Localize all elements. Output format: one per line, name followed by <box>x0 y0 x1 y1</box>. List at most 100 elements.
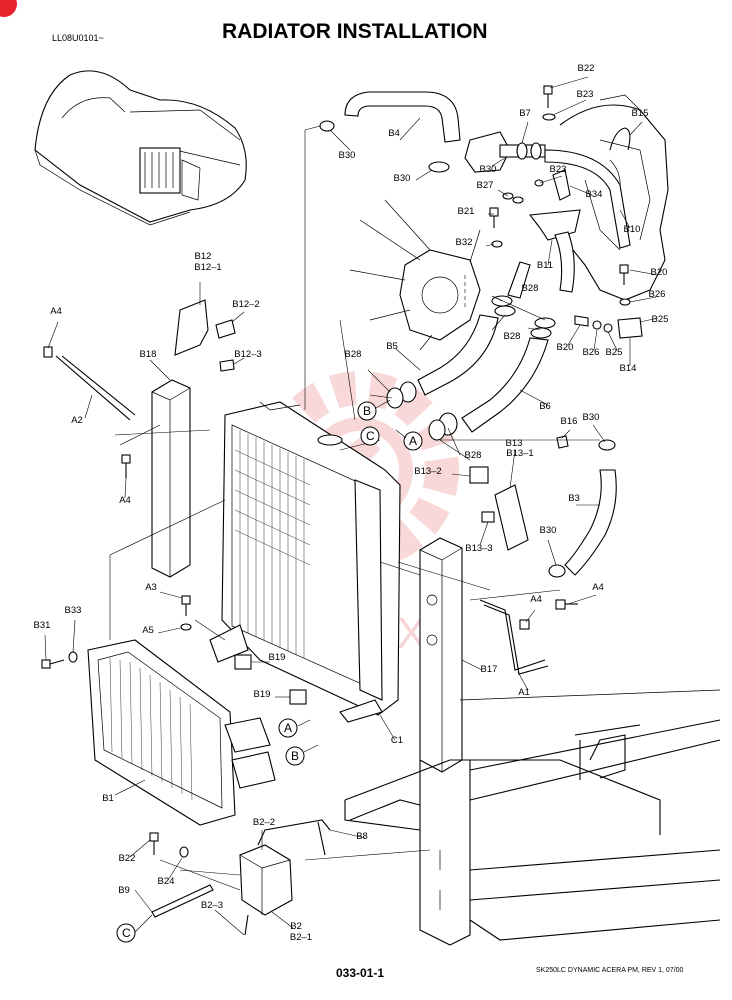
part-label-b26: B26 <box>649 289 666 300</box>
part-label-b9: B9 <box>118 885 130 896</box>
cushion-b18 <box>151 379 191 578</box>
doc-code: LL08U0101~ <box>52 33 104 43</box>
part-label-b20: B20 <box>557 342 574 353</box>
part-label-b13-2: B13–2 <box>414 466 441 477</box>
seal-b13-2 <box>469 466 489 484</box>
ref-letter-b-2: B <box>291 749 299 763</box>
part-label-a3: A3 <box>145 582 157 593</box>
part-label-b10: B10 <box>624 224 641 235</box>
part-label-b12-2: B12–2 <box>232 299 259 310</box>
seal-b13-3 <box>481 511 495 523</box>
part-label-b30: B30 <box>540 525 557 536</box>
part-label-b23: B23 <box>577 89 594 100</box>
part-label-b24: B24 <box>158 876 175 887</box>
part-label-b11: B11 <box>537 260 553 271</box>
bolt-a3 <box>181 595 191 605</box>
part-label-b8: B8 <box>356 831 368 842</box>
ref-letter-a-2: A <box>284 721 292 735</box>
part-label-b23: B23 <box>550 164 567 175</box>
hose-b3 <box>564 469 617 576</box>
part-label-b12-3: B12–3 <box>234 349 261 360</box>
part-label-b31: B31 <box>34 620 51 631</box>
hose-b9 <box>151 884 214 918</box>
hose-b15 <box>609 127 631 151</box>
stay-a1 <box>479 599 546 671</box>
revision-note: SK250LC DYNAMIC ACERA PM, REV 1, 07/00 <box>536 967 684 974</box>
hose-b5 <box>417 314 499 396</box>
seal-b12-3 <box>219 359 235 372</box>
ref-letter-b: B <box>363 404 371 418</box>
part-label-b16: B16 <box>561 416 578 427</box>
part-label-a4: A4 <box>50 306 62 317</box>
ref-letter-c: C <box>366 429 375 443</box>
bolt-b22 <box>149 832 159 842</box>
part-label-b25: B25 <box>652 314 669 325</box>
ref-circle-a-cooler: A <box>278 718 298 738</box>
page-title: RADIATOR INSTALLATION <box>222 20 488 43</box>
part-label-b12-1: B12–1 <box>194 262 221 273</box>
clamp-b30-lower <box>548 564 566 578</box>
ref-letter-c-2: C <box>122 926 131 940</box>
part-label-b17: B17 <box>481 664 498 675</box>
ref-circle-c-tank: C <box>116 923 136 943</box>
part-label-b33: B33 <box>65 605 82 616</box>
part-label-b2-3: B2–3 <box>201 900 223 911</box>
lower-hoses <box>386 261 556 441</box>
part-label-b19: B19 <box>254 689 271 700</box>
leader-lines <box>44 76 659 936</box>
hose-b6 <box>461 337 549 433</box>
part-label-a5: A5 <box>142 625 154 636</box>
part-label-b13: B13 <box>506 438 523 449</box>
seal-b12-2 <box>215 319 236 339</box>
washer-b33 <box>68 651 78 663</box>
part-label-a1: A1 <box>518 687 530 698</box>
part-label-b28: B28 <box>522 283 539 294</box>
washer-b24 <box>179 846 189 858</box>
ref-circle-b-cooler: B <box>285 746 305 766</box>
thermostat-housing-b7 <box>464 131 546 173</box>
part-label-b28: B28 <box>504 331 521 342</box>
bolt-b31 <box>41 659 51 669</box>
rubber-b19-lower <box>289 689 307 705</box>
part-label-b21: B21 <box>458 206 475 217</box>
part-label-b15: B15 <box>632 108 649 119</box>
part-label-b19: B19 <box>269 652 286 663</box>
machine-frame <box>344 689 721 946</box>
part-label-b30: B30 <box>394 173 411 184</box>
part-label-b4: B4 <box>388 128 400 139</box>
part-label-b6: B6 <box>539 401 551 412</box>
engine-block <box>559 94 669 301</box>
part-label-a2: A2 <box>71 415 83 426</box>
part-label-b14: B14 <box>620 363 637 374</box>
clamp-b30-b3 <box>598 439 616 451</box>
washer-a5 <box>180 623 192 631</box>
corner-tab <box>0 0 17 17</box>
part-label-b2-1: B2–1 <box>290 932 312 943</box>
part-label-b5: B5 <box>386 341 398 352</box>
part-label-b2: B2 <box>290 921 302 932</box>
part-label-a4: A4 <box>592 582 604 593</box>
clamp-b30-top <box>319 120 335 132</box>
stay-rod-a2 <box>43 346 136 478</box>
part-label-b2-2: B2–2 <box>253 817 275 828</box>
fan <box>349 199 481 351</box>
part-label-b27: B27 <box>477 180 494 191</box>
cushion-b17 <box>419 537 463 773</box>
part-label-b26: B26 <box>583 347 600 358</box>
part-label-b30: B30 <box>583 412 600 423</box>
seal-b13-1 <box>494 484 529 551</box>
part-label-b12: B12 <box>195 251 212 262</box>
page-number: 033-01-1 <box>336 966 384 980</box>
part-label-b22: B22 <box>119 853 136 864</box>
part-label-b13-1: B13–1 <box>506 448 533 459</box>
ref-circle-a-radiator: A <box>403 431 423 451</box>
seal-b12-1 <box>174 299 209 356</box>
part-label-b30: B30 <box>339 150 356 161</box>
ref-circle-b-radiator: B <box>357 401 377 421</box>
hardware-upper <box>489 85 643 339</box>
part-label-b20: B20 <box>651 267 668 278</box>
rubber-b19-upper <box>234 654 252 670</box>
ref-circle-c-radiator: C <box>360 426 380 446</box>
upper-hose-b4 <box>344 91 461 143</box>
